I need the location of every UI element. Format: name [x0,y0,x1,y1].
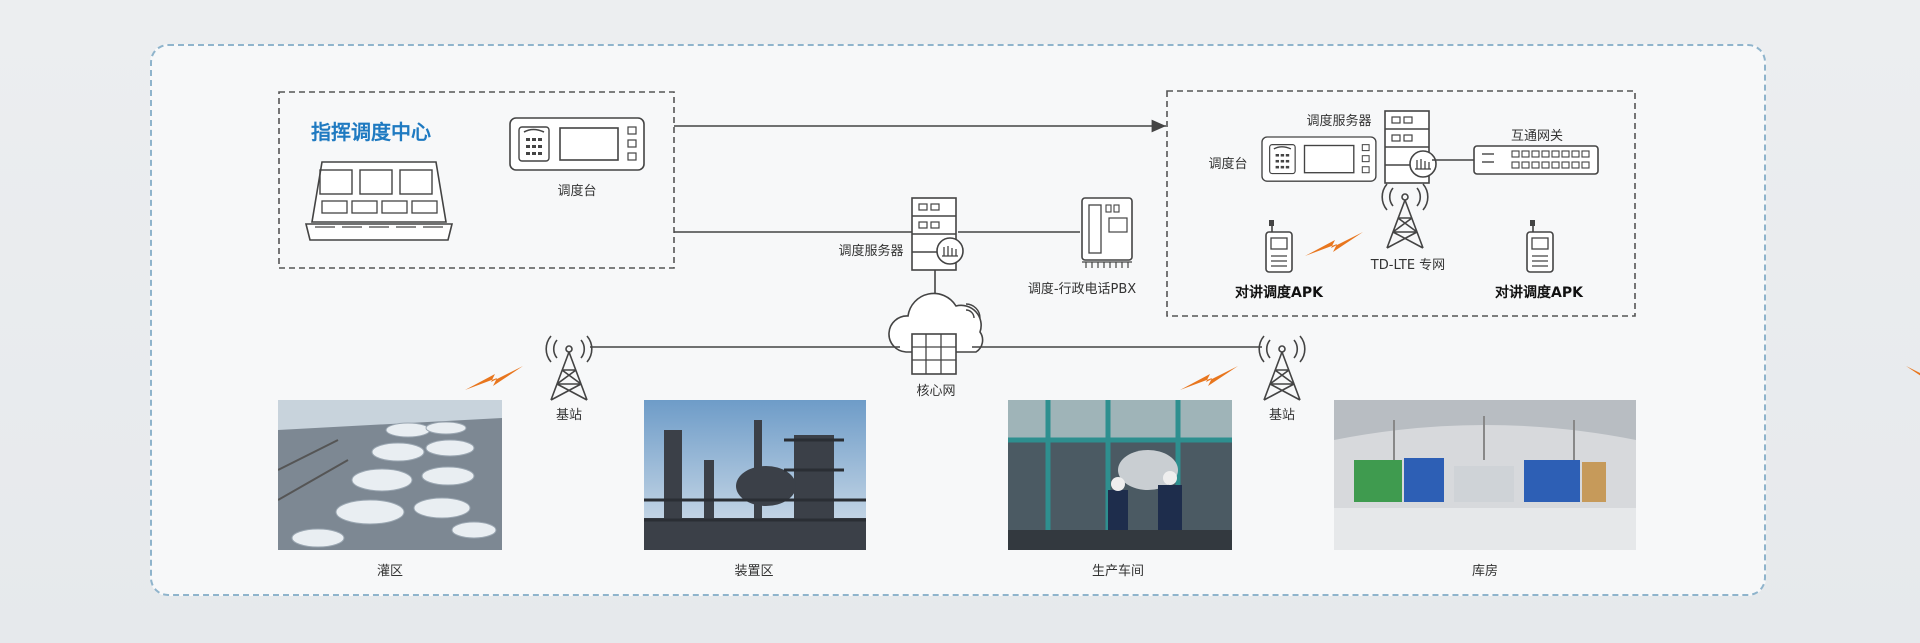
signal-bolt-icon [1906,366,1920,390]
lte-server-icon [1384,110,1437,184]
pbx-icon [1081,197,1133,268]
signal-bolt-icon [1180,366,1238,390]
lte-console-label: 调度台 [1208,157,1248,172]
lte-tower-icon [1381,183,1429,249]
workshop-label: 生产车间 [1091,564,1145,579]
command-center-box [278,91,675,269]
command-center-title: 指挥调度中心 [311,120,431,144]
tank-area-photo [278,400,502,550]
lte-console-icon [1261,136,1377,182]
walkie-talkie-left-icon [1265,219,1293,273]
device-area-label: 装置区 [734,564,774,579]
device-area-photo [644,400,866,550]
tank-area-label: 灌区 [376,564,404,579]
warehouse-photo [1334,400,1636,550]
center-server-label: 调度服务器 [838,244,904,259]
base-station-right-label: 基站 [1268,408,1296,423]
apk-right-label: 对讲调度APK [1495,285,1583,301]
walkie-talkie-right-icon [1526,219,1554,273]
center-server-icon [911,197,964,271]
core-network-icon [888,292,984,375]
command-console-icon [509,117,645,171]
core-network-label: 核心网 [916,384,956,399]
lte-private-network-box [1166,90,1636,317]
command-console-label: 调度台 [557,184,597,199]
lte-server-label: 调度服务器 [1306,114,1372,129]
signal-bolt-icon [1305,232,1363,256]
gateway-label: 互通网关 [1510,129,1564,144]
pbx-label: 调度-行政电话PBX [1027,282,1137,297]
base-station-right-icon [1258,335,1306,401]
warehouse-label: 库房 [1471,564,1499,579]
dispatch-monitor-icon [304,161,454,241]
base-station-left-label: 基站 [555,408,583,423]
base-station-left-icon [545,335,593,401]
workshop-photo [1008,400,1232,550]
gateway-icon [1473,145,1599,175]
apk-left-label: 对讲调度APK [1235,285,1323,301]
signal-bolt-icon [465,366,523,390]
lte-network-label: TD-LTE 专网 [1370,258,1446,273]
